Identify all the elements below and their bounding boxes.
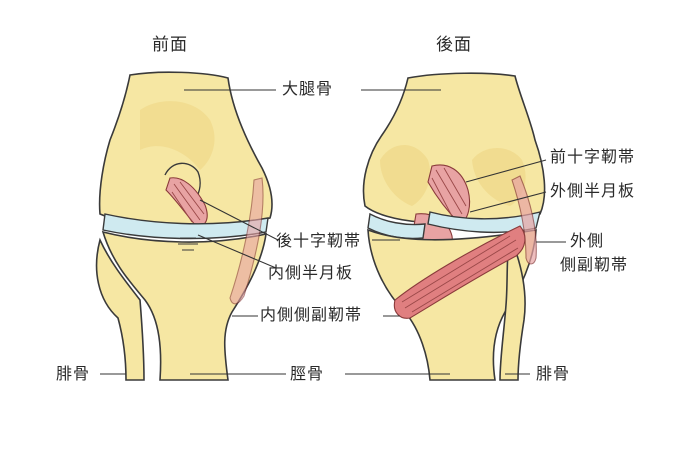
fibula-right-label: 腓骨	[536, 365, 570, 383]
acl-label: 前十字靭帯	[550, 148, 635, 166]
tibia-label: 脛骨	[290, 365, 324, 383]
lcl-label-line1: 外側	[570, 232, 604, 250]
femur-label: 大腿骨	[282, 80, 333, 98]
lcl-label-line2: 側副靭帯	[560, 256, 628, 274]
back-view	[364, 73, 545, 380]
lateral-meniscus-label: 外側半月板	[550, 182, 635, 200]
back-view-title: 後面	[436, 36, 472, 54]
fibula-left-label: 腓骨	[56, 365, 90, 383]
pcl-label: 後十字靭帯	[276, 232, 361, 250]
medial-meniscus-label: 内側半月板	[268, 264, 353, 282]
front-view-title: 前面	[152, 36, 188, 54]
front-view	[97, 72, 272, 380]
mcl-label: 内側側副靭帯	[260, 306, 362, 324]
